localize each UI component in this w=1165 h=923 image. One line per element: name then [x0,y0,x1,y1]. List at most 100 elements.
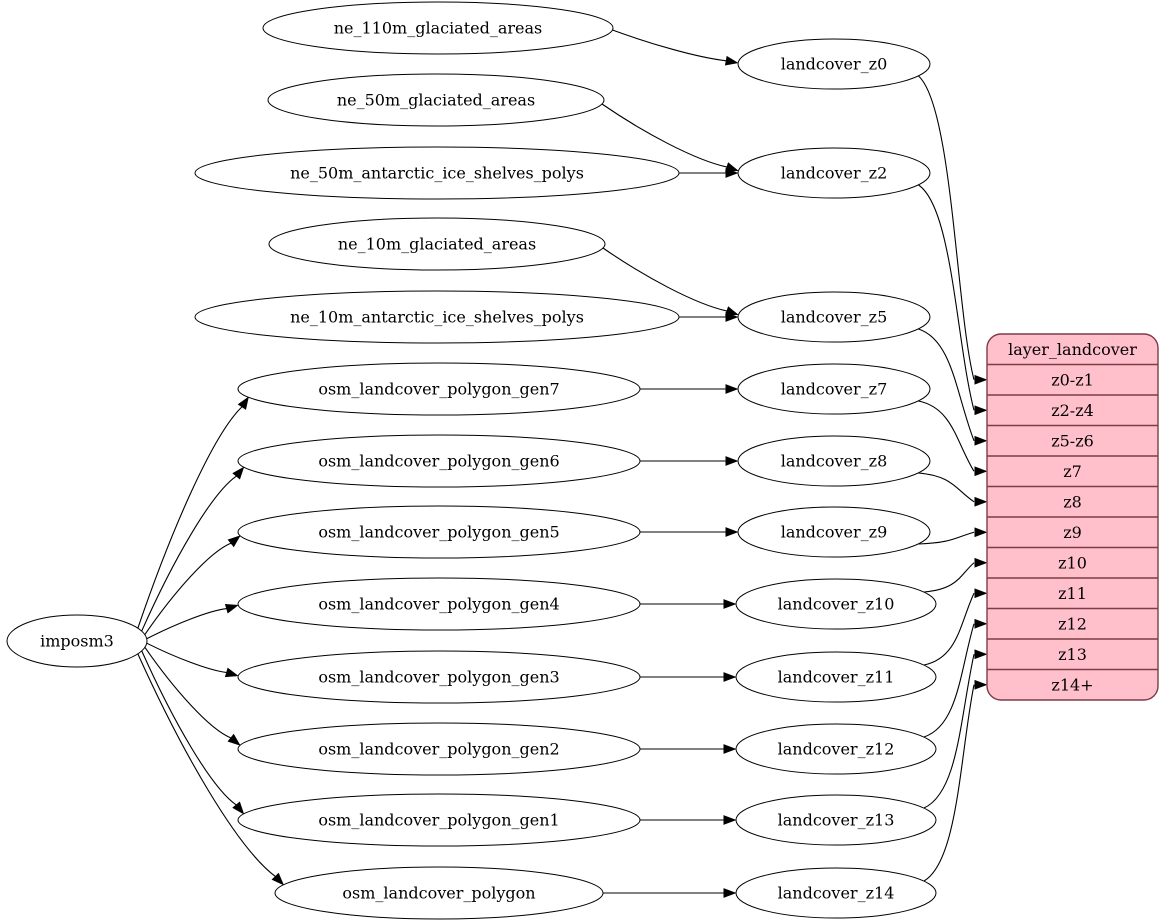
node-shape [237,722,641,776]
edge-arrowhead [974,618,988,629]
node-shape [737,363,931,415]
node-shape [737,147,931,199]
edge-layer [137,29,988,898]
edge-landcover_z8-to-layer_landcover-z8 [918,472,988,507]
node-landcover_z10[interactable]: landcover_z10 [735,578,937,630]
edge-landcover_z13-to-layer_landcover-z13 [923,649,988,809]
edge-line [923,623,975,738]
edge-arrowhead [271,872,285,886]
edge-imposm3-to-osm_landcover_polygon_gen4 [146,603,239,640]
node-osm_landcover_polygon_gen7[interactable]: osm_landcover_polygon_gen7 [237,362,641,416]
node-ne_10m_glaciated_areas[interactable]: ne_10m_glaciated_areas [268,217,606,271]
edge-imposm3-to-osm_landcover_polygon_gen3 [146,642,239,678]
edge-arrowhead [725,456,739,466]
node-landcover_z14[interactable]: landcover_z14 [735,867,937,919]
node-landcover_z9[interactable]: landcover_z9 [737,506,931,558]
edge-imposm3-to-osm_landcover_polygon_gen1 [141,650,245,815]
edge-line [602,247,728,312]
edge-landcover_z12-to-layer_landcover-z12 [923,618,988,738]
edge-imposm3-to-osm_landcover_polygon_gen5 [144,535,241,635]
node-shape [268,217,606,271]
node-landcover_z8[interactable]: landcover_z8 [737,435,931,487]
edge-landcover_z9-to-layer_landcover-z9 [918,527,988,545]
node-osm_landcover_polygon_gen5[interactable]: osm_landcover_polygon_gen5 [237,505,641,559]
edge-arrowhead [232,801,245,815]
edge-line [601,103,728,168]
edge-line [146,608,227,640]
edge-arrowhead [725,168,739,178]
edge-arrowhead [232,466,245,480]
edge-line [923,562,975,593]
edge-arrowhead [725,384,739,394]
node-shape [737,506,931,558]
edge-arrowhead [725,312,739,322]
edge-ne_50m_glaciated_areas-to-landcover_z2 [601,103,739,172]
node-ne_50m_antarctic_ice_shelves_polys[interactable]: ne_50m_antarctic_ice_shelves_polys [194,146,680,200]
edge-line [141,650,237,806]
edge-landcover_z2-to-layer_landcover-z2-z4 [918,184,988,416]
edge-line [144,647,232,739]
edge-imposm3-to-osm_landcover_polygon_gen7 [137,396,249,629]
node-shape [194,146,680,200]
node-landcover_z12[interactable]: landcover_z12 [735,723,937,775]
node-shape [237,577,641,631]
node-shape [735,578,937,630]
edge-arrowhead [974,527,988,538]
node-ne_110m_glaciated_areas[interactable]: ne_110m_glaciated_areas [262,1,614,55]
edge-arrowhead [723,888,737,898]
node-shape [735,651,937,703]
edge-arrowhead [974,405,988,416]
node-shape [237,434,641,488]
edge-line [923,593,975,666]
node-ne_50m_glaciated_areas[interactable]: ne_50m_glaciated_areas [267,73,605,127]
edge-arrowhead [224,667,239,678]
edge-line [923,684,975,882]
node-landcover_z2[interactable]: landcover_z2 [737,147,931,199]
edge-osm_landcover_polygon_gen3-to-landcover_z11 [640,672,737,682]
node-osm_landcover_polygon_gen2[interactable]: osm_landcover_polygon_gen2 [237,722,641,776]
edge-landcover_z7-to-layer_landcover-z7 [918,400,988,477]
node-layer: imposm3 ne_110m_glaciated_areas ne_50m_gla… [6,1,937,920]
node-shape [735,723,937,775]
node-osm_landcover_polygon_gen6[interactable]: osm_landcover_polygon_gen6 [237,434,641,488]
edge-arrowhead [227,733,241,746]
node-ne_10m_antarctic_ice_shelves_polys[interactable]: ne_10m_antarctic_ice_shelves_polys [194,290,680,344]
edge-line [918,75,975,380]
edge-landcover_z10-to-layer_landcover-z10 [923,557,988,593]
node-landcover_z0[interactable]: landcover_z0 [737,38,931,90]
node-osm_landcover_polygon[interactable]: osm_landcover_polygon [274,866,604,920]
edge-line [146,642,227,674]
node-landcover_z13[interactable]: landcover_z13 [735,794,937,846]
edge-arrowhead [974,557,988,568]
edge-line [918,472,975,503]
edge-line [918,184,975,411]
edge-line [144,542,232,635]
edge-line [923,654,975,809]
edge-osm_landcover_polygon_gen2-to-landcover_z12 [640,744,737,754]
node-shape [735,794,937,846]
layer-landcover-table[interactable]: layer_landcoverz0-z1z2-z4z5-z6z7z8z9z10z… [986,333,1159,701]
node-osm_landcover_polygon_gen1[interactable]: osm_landcover_polygon_gen1 [237,793,641,847]
node-landcover_z7[interactable]: landcover_z7 [737,363,931,415]
edge-arrowhead [974,374,988,385]
node-shape [237,362,641,416]
node-shape [6,614,148,668]
node-osm_landcover_polygon_gen3[interactable]: osm_landcover_polygon_gen3 [237,650,641,704]
edge-osm_landcover_polygon_gen6-to-landcover_z8 [640,456,739,466]
edge-line [137,406,243,629]
edge-arrowhead [237,396,249,410]
node-shape [737,435,931,487]
edge-line [612,29,727,62]
node-landcover_z5[interactable]: landcover_z5 [737,291,931,343]
node-shape [237,793,641,847]
edge-ne_10m_antarctic_ice_shelves_polys-to-landcover_z5 [679,312,739,322]
edge-arrowhead [227,535,241,548]
node-imposm3[interactable]: imposm3 [6,614,148,668]
edge-imposm3-to-osm_landcover_polygon [137,653,285,886]
edge-osm_landcover_polygon_gen1-to-landcover_z13 [640,815,737,825]
edge-ne_110m_glaciated_areas-to-landcover_z0 [612,29,739,66]
edge-arrowhead [974,466,988,477]
node-landcover_z11[interactable]: landcover_z11 [735,651,937,703]
node-osm_landcover_polygon_gen4[interactable]: osm_landcover_polygon_gen4 [237,577,641,631]
